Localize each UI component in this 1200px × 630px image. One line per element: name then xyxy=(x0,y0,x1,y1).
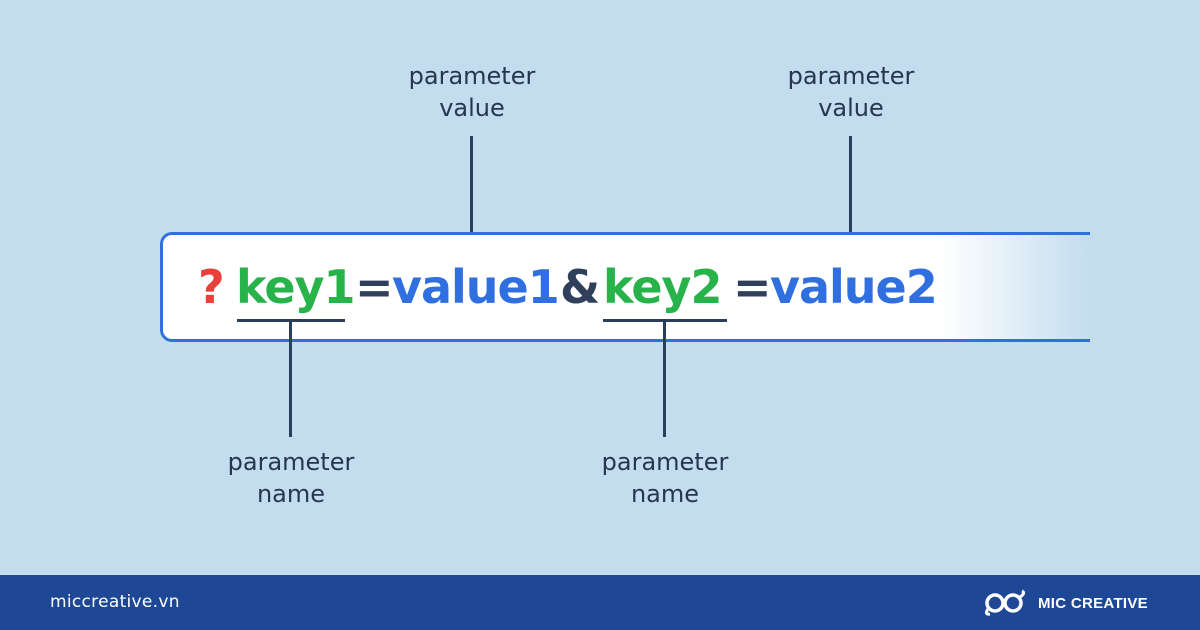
connector-key1-vertical xyxy=(289,319,292,437)
brand: MIC CREATIVE xyxy=(982,589,1148,617)
label-parameter-name-1: parameter name xyxy=(171,446,411,510)
label-line: value xyxy=(439,94,505,122)
label-line: value xyxy=(818,94,884,122)
label-line: name xyxy=(256,480,326,508)
label-parameter-value-1: parameter value xyxy=(352,60,592,124)
label-line: parameter xyxy=(601,448,729,476)
label-line: parameter xyxy=(787,62,915,90)
box-border-fade xyxy=(1030,232,1090,235)
connector-value1-vertical xyxy=(470,136,473,260)
value1-text: value1 xyxy=(392,260,560,314)
value2-text: value2 xyxy=(770,260,938,314)
website-link[interactable]: miccreative.vn xyxy=(50,592,180,612)
equals-sign-2: = xyxy=(733,260,772,314)
ampersand: & xyxy=(560,260,600,314)
label-line: parameter xyxy=(227,448,355,476)
connector-value2-vertical xyxy=(849,136,852,260)
label-parameter-name-2: parameter name xyxy=(545,446,785,510)
label-line: name xyxy=(630,480,700,508)
mic-creative-logo-icon xyxy=(984,589,1026,616)
key1-text: key1 xyxy=(236,260,356,314)
key2-text: key2 xyxy=(603,260,723,314)
brand-name: MIC CREATIVE xyxy=(1038,594,1148,612)
query-string-box xyxy=(160,232,1090,342)
label-line: parameter xyxy=(408,62,536,90)
question-mark: ? xyxy=(198,260,225,314)
label-parameter-value-2: parameter value xyxy=(731,60,971,124)
equals-sign-1: = xyxy=(355,260,394,314)
connector-key2-vertical xyxy=(663,319,666,437)
box-border-fade xyxy=(1030,339,1090,342)
footer-bar: miccreative.vn MIC CREATIVE xyxy=(0,575,1200,630)
